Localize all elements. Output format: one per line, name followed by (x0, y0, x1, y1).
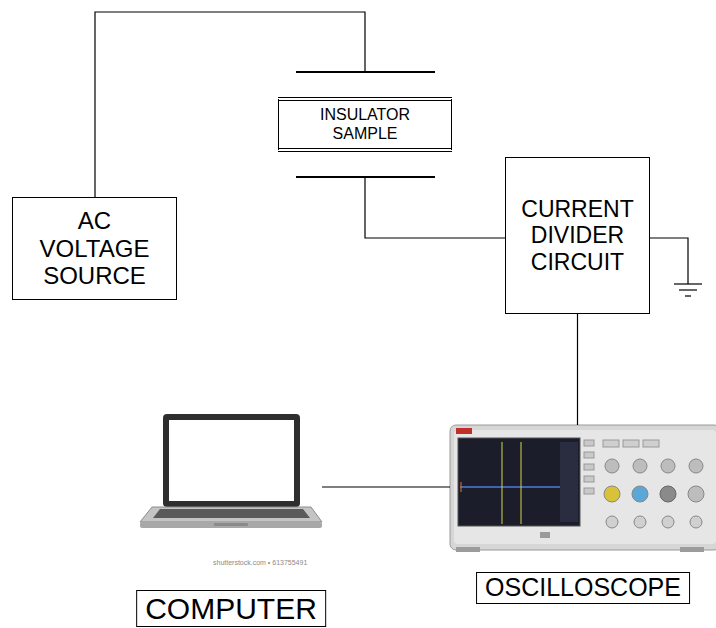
laptop-illustration (140, 414, 322, 528)
oscilloscope-illustration-part (456, 547, 480, 552)
ground-symbol-part (679, 289, 697, 290)
node-text: CURRENT DIVIDER CIRCUIT (514, 196, 641, 275)
computer-figure: COMPUTER (140, 414, 322, 530)
electrode-plates-part (296, 71, 435, 73)
oscilloscope-illustration-part (660, 486, 676, 502)
ground-symbol (650, 238, 702, 296)
oscilloscope-illustration-part (456, 428, 472, 434)
ground-symbol-part (674, 283, 702, 284)
ground-symbol-part (650, 238, 688, 284)
oscilloscope-illustration-part (450, 425, 716, 550)
oscilloscope-figure: OSCILLOSCOPE (450, 425, 716, 550)
oscilloscope-illustration-part (680, 547, 704, 552)
oscilloscope-illustration-part (584, 464, 594, 470)
oscilloscope-illustration-part (661, 459, 675, 473)
oscilloscope-illustration-part (688, 486, 704, 502)
oscilloscope-illustration-part (502, 442, 503, 524)
node-text: AC VOLTAGE SOURCE (21, 207, 168, 290)
laptop-illustration-part (214, 523, 248, 526)
oscilloscope-illustration-part (623, 440, 639, 447)
laptop-illustration-part (140, 507, 322, 522)
oscilloscope-illustration-part (461, 482, 462, 492)
watermark: shutterstock.com • 613755491 (213, 559, 307, 566)
oscilloscope-illustration-part (662, 516, 674, 528)
oscilloscope-illustration-part (643, 440, 659, 447)
oscilloscope-illustration-part (604, 486, 620, 502)
oscilloscope-illustration-part (458, 438, 580, 526)
oscilloscope-illustration-part (606, 516, 618, 528)
sample-frame: INSULATOR SAMPLE (278, 97, 452, 152)
ground-symbol-part (685, 295, 691, 296)
wire-connector (365, 178, 505, 238)
laptop-illustration-part (153, 509, 310, 518)
oscilloscope-illustration-part (689, 459, 703, 473)
laptop-illustration-part (163, 414, 300, 507)
oscilloscope-illustration-part (584, 476, 594, 482)
oscilloscope-illustration-part (605, 459, 619, 473)
oscilloscope-illustration (450, 425, 716, 552)
node-text: INSULATOR SAMPLE (310, 106, 420, 143)
node-text: OSCILLOSCOPE (476, 572, 690, 604)
insulator-sample: INSULATOR SAMPLE (278, 71, 452, 178)
oscilloscope-illustration-part (584, 488, 594, 494)
node-text: COMPUTER (136, 590, 326, 627)
electrode-plates-part (296, 176, 435, 178)
oscilloscope-illustration-part (521, 442, 522, 524)
oscilloscope-illustration-part (560, 442, 578, 522)
oscilloscope-illustration-part (632, 486, 648, 502)
oscilloscope-illustration-part (454, 430, 716, 544)
oscilloscope-illustration-part (540, 532, 550, 538)
source-box: AC VOLTAGE SOURCE (12, 197, 177, 300)
oscilloscope-illustration-part (690, 516, 702, 528)
oscilloscope-illustration-part (584, 440, 594, 446)
divider-box: CURRENT DIVIDER CIRCUIT (505, 157, 650, 314)
oscilloscope-illustration-part (634, 516, 646, 528)
laptop-illustration-part (140, 522, 322, 528)
oscilloscope-illustration-part (603, 440, 619, 447)
oscilloscope-illustration-part (633, 459, 647, 473)
oscilloscope-illustration-part (584, 452, 594, 458)
wire-connector (577, 314, 578, 425)
wire-connector (322, 486, 450, 487)
laptop-illustration-part (169, 420, 294, 501)
